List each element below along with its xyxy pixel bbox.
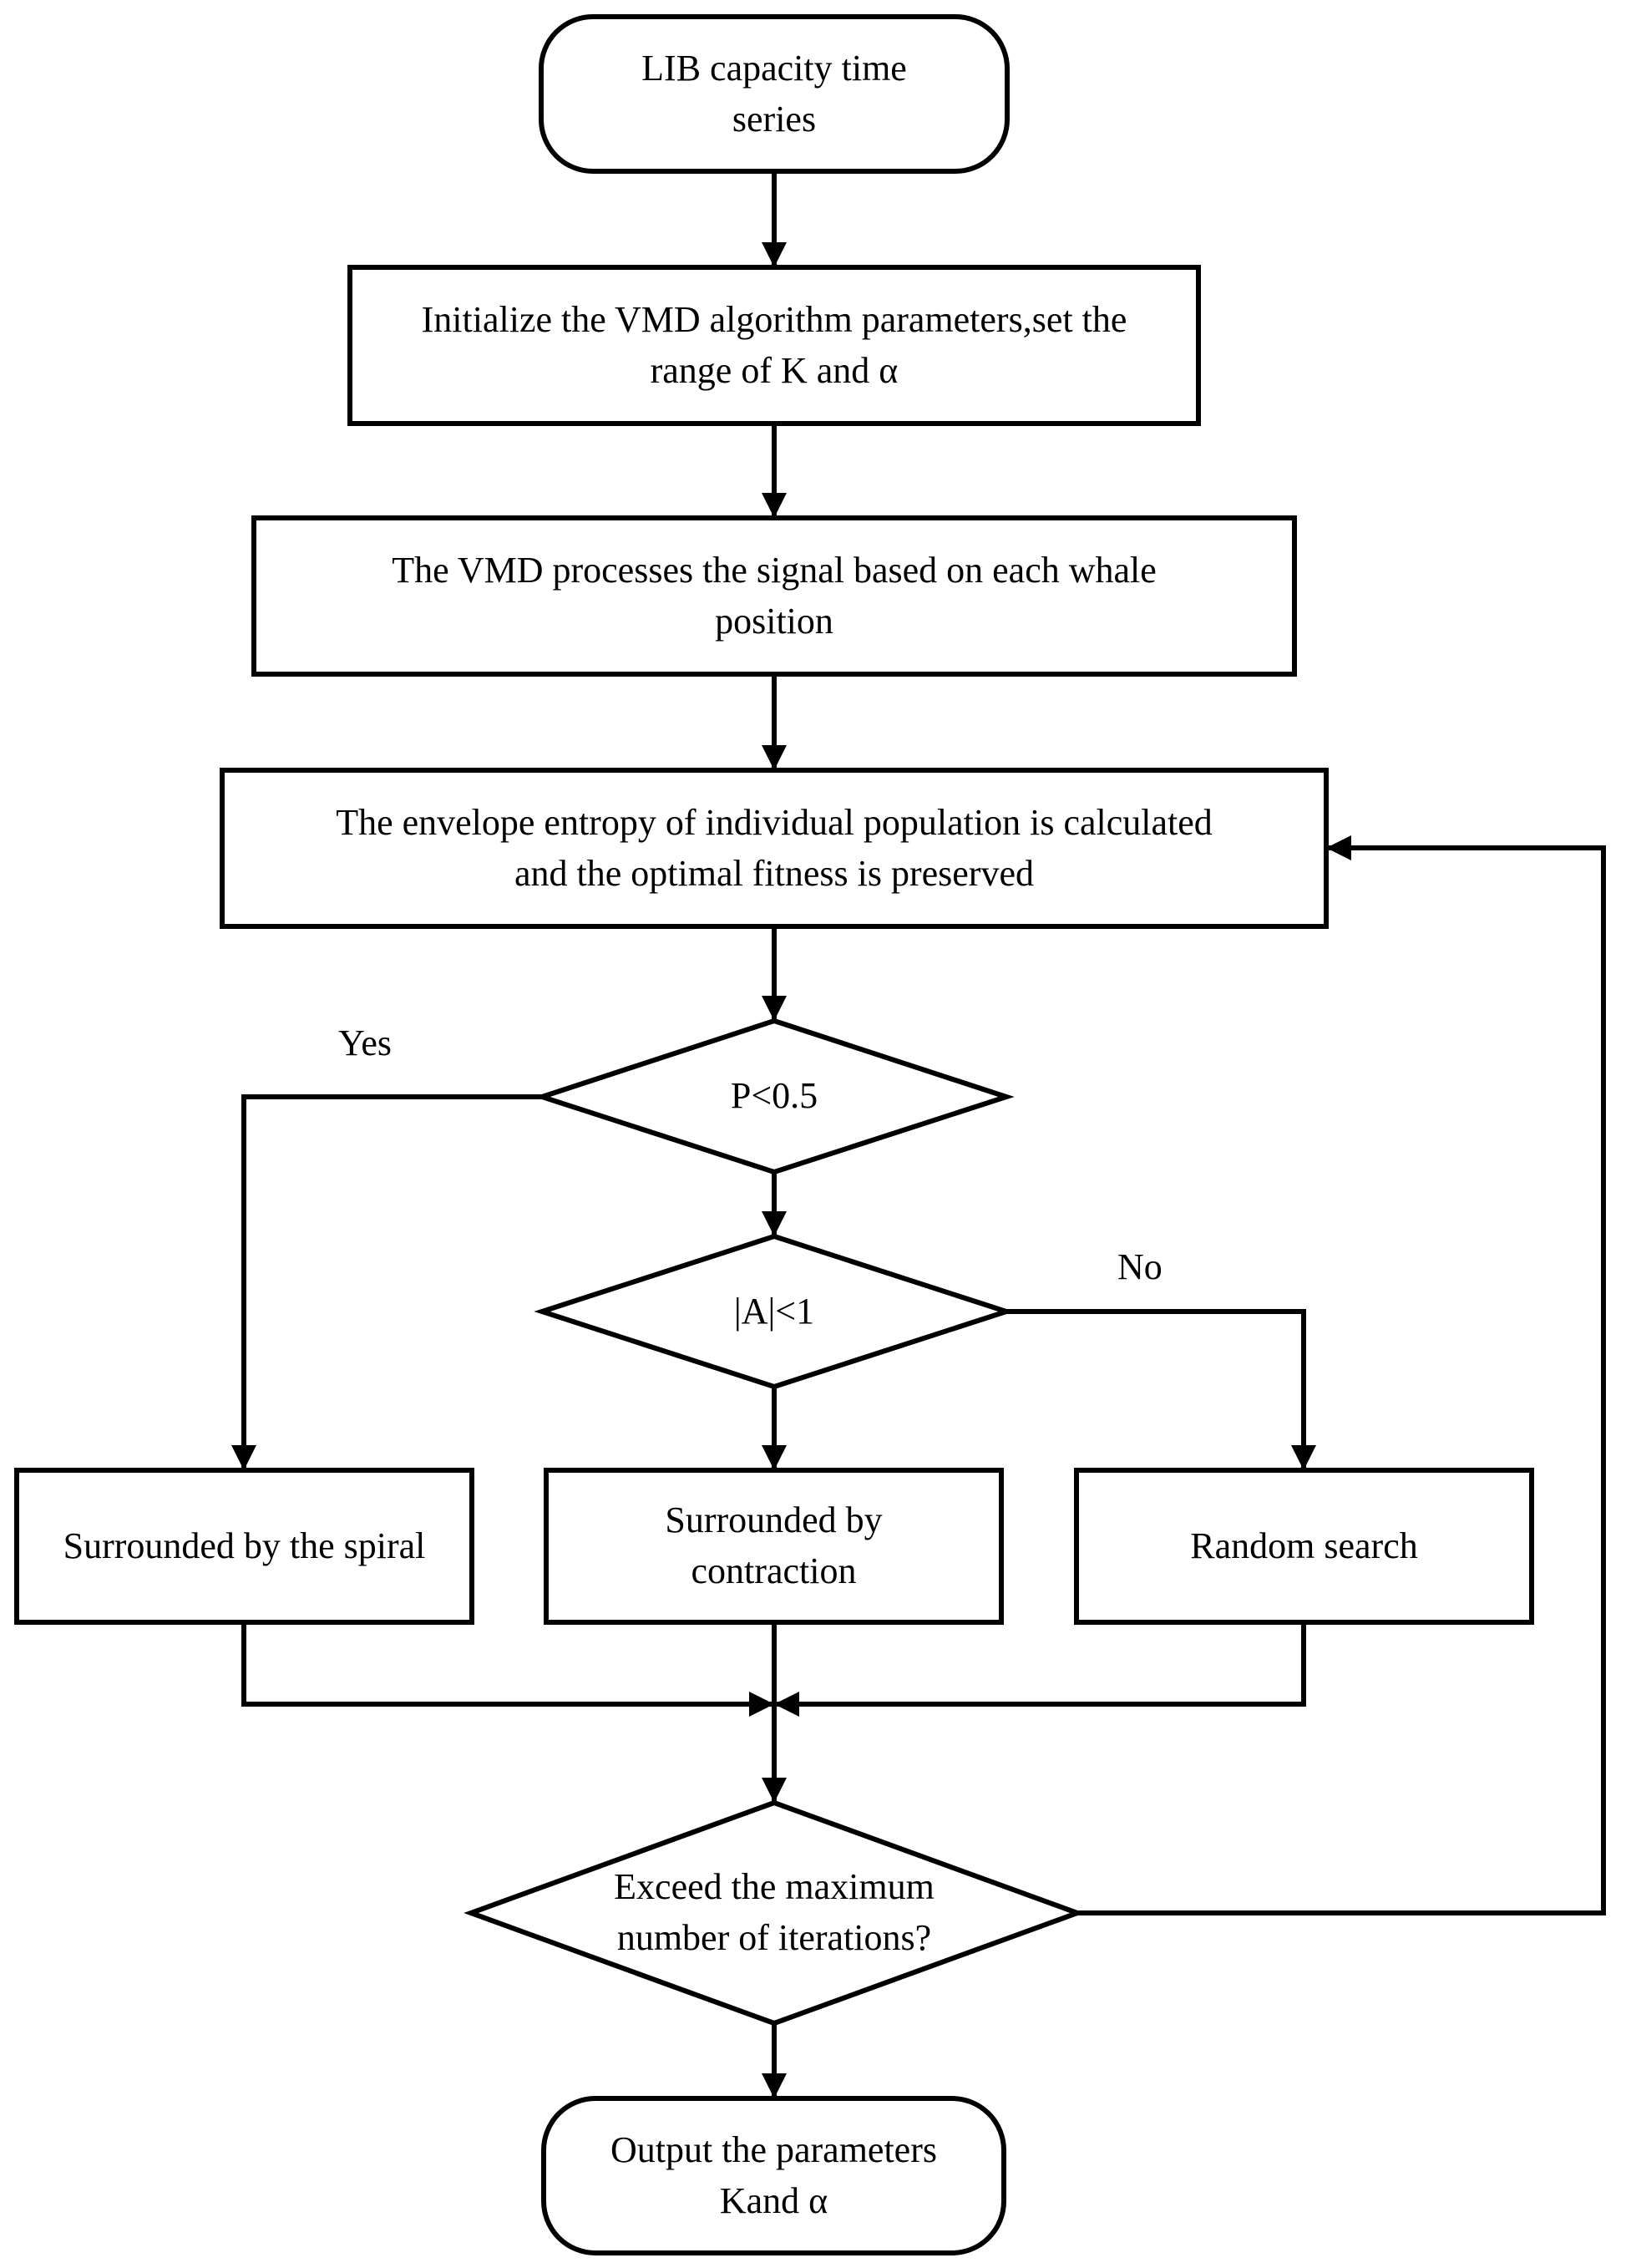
iteration-label-line-2: number of iterations? [616, 1917, 932, 1958]
random-search-label-line-1: Random search [1190, 1525, 1418, 1566]
init-process-label: Initialize the VMD algorithm parameters,… [350, 267, 1198, 424]
init-label-line-1: Initialize the VMD algorithm parameters,… [421, 298, 1127, 340]
p-decision-text: P<0.5 [730, 1075, 818, 1117]
no-edge-label: No [1117, 1246, 1163, 1287]
edge-p-yes-to-spiral [231, 1094, 542, 1470]
edge-a-no-to-random-search [1006, 1309, 1316, 1470]
edge-random-search-to-merge [774, 1622, 1306, 1717]
a-decision-text: |A|<1 [733, 1290, 815, 1332]
contraction-label-line-2: contraction [691, 1550, 857, 1591]
yes-edge-label: Yes [338, 1022, 393, 1063]
spiral-label-line-1: Surrounded by the spiral [63, 1525, 426, 1566]
vmd-label-line-2: position [715, 600, 833, 642]
edge-spiral-to-merge [241, 1622, 774, 1717]
edge-iteration-loop-back-to-entropy [1077, 835, 1606, 1915]
vmd-process-label: The VMD processes the signal based on ea… [254, 518, 1294, 674]
start-label-line-1: LIB capacity time [641, 47, 907, 89]
iteration-label-line-1: Exceed the maximum [614, 1866, 935, 1908]
p-decision-label: P<0.5 [542, 1021, 1006, 1172]
output-label-line-2: Kand α [719, 2179, 828, 2221]
init-label-line-2: range of K and α [650, 349, 899, 391]
spiral-process-label: Surrounded by the spiral [17, 1470, 472, 1622]
vmd-label-line-1: The VMD processes the signal based on ea… [392, 549, 1157, 591]
entropy-process-label: The envelope entropy of individual popul… [222, 770, 1326, 926]
iteration-decision-label: Exceed the maximum number of iterations? [471, 1803, 1077, 2023]
a-decision-label: |A|<1 [542, 1236, 1006, 1387]
output-label-line-1: Output the parameters [610, 2128, 937, 2170]
random-search-process-label: Random search [1076, 1470, 1532, 1622]
entropy-label-line-1: The envelope entropy of individual popul… [336, 801, 1213, 843]
start-label-line-2: series [732, 98, 817, 140]
contraction-label-line-1: Surrounded by [665, 1499, 883, 1541]
output-terminal-label: Output the parameters Kand α [544, 2098, 1004, 2253]
start-terminal-label: LIB capacity time series [541, 17, 1007, 171]
entropy-label-line-2: and the optimal fitness is preserved [514, 852, 1034, 894]
contraction-process-label: Surrounded by contraction [546, 1470, 1001, 1622]
